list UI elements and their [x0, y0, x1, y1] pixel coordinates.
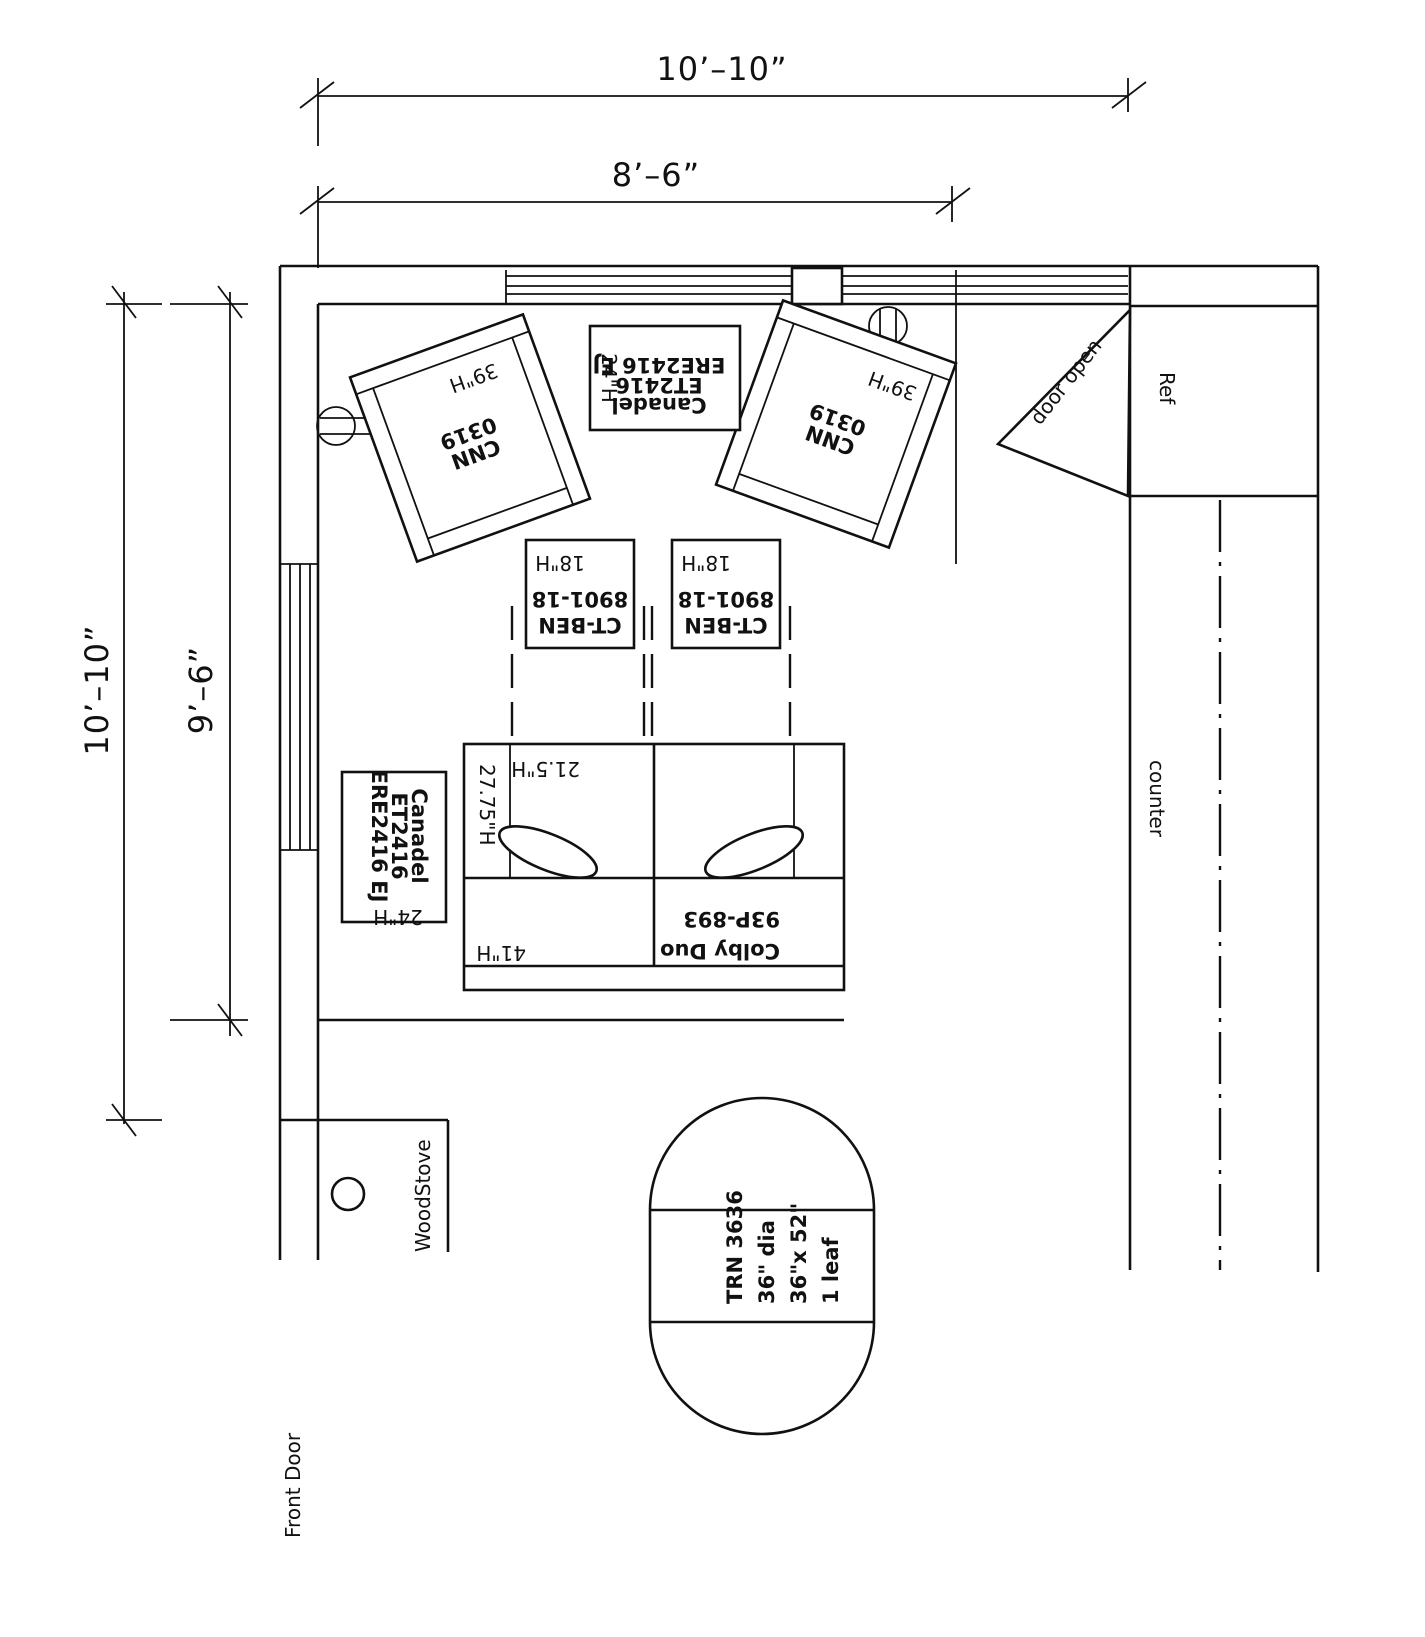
ottoman-left-line2: 8901-18	[532, 587, 628, 611]
end-table-left-line3: ERE2416 EJ	[367, 770, 391, 903]
chair-left: CNN 0319 39"H	[348, 312, 592, 564]
sofa-pillow-right	[704, 825, 804, 879]
kitchen-area: door open Ref counter	[995, 266, 1318, 1270]
sofa-seat-height: 21.5"H	[511, 757, 580, 781]
dining-table: TRN 3636 36" dia 36"x 52" 1 leaf	[648, 1096, 876, 1436]
front-door-label: Front Door	[281, 1432, 305, 1538]
ottoman-guides	[510, 606, 792, 744]
end-table-left-line1: Canadel	[407, 788, 431, 883]
end-table-top-line3: ERE2416 EJ	[593, 353, 726, 377]
ottoman-left-height: 18"H	[535, 551, 585, 575]
end-table-top-line1: Canadel	[611, 393, 706, 417]
door-swing	[995, 306, 1132, 498]
dimension-top-inner-label: 8’–6”	[612, 156, 700, 194]
end-table-top: Canadel ET2416 ERE2416 EJ 24"H	[588, 324, 742, 432]
woodstove-label: WoodStove	[411, 1139, 435, 1252]
dimension-left-inner-label: 9’–6”	[182, 646, 220, 734]
ottoman-right-height: 18"H	[681, 551, 731, 575]
sofa-arm-height: 27.75"H	[475, 764, 499, 846]
fridge-label: Ref	[1155, 372, 1179, 405]
ottoman-right: CT-BEN 8901-18 18"H	[670, 538, 782, 650]
ottoman-right-line2: 8901-18	[678, 587, 774, 611]
dimension-top-outer-label: 10’–10”	[656, 50, 787, 88]
counter-label: counter	[1145, 760, 1169, 838]
dining-table-line3: 36"x 52"	[787, 1203, 811, 1304]
dining-table-line1: TRN 3636	[723, 1190, 747, 1304]
ottoman-left: CT-BEN 8901-18 18"H	[524, 538, 636, 650]
woodstove-flue	[330, 1176, 366, 1212]
dimension-left-inner: 9’–6”	[170, 285, 248, 1037]
ottoman-left-line1: CT-BEN	[538, 613, 621, 637]
walls	[278, 264, 1320, 1272]
woodstove: WoodStove	[330, 1139, 435, 1252]
sofa-name: Colby Duo	[660, 939, 780, 963]
sofa-code: 93P-893	[683, 907, 780, 931]
end-table-left: Canadel ET2416 ERE2416 EJ 24"H	[340, 770, 448, 929]
end-table-left-height: 24"H	[373, 905, 423, 929]
dining-table-line2: 36" dia	[755, 1220, 779, 1304]
end-table-top-height: 24"H	[597, 353, 621, 403]
end-table-left-line2: ET2416	[387, 792, 411, 879]
dimension-top-outer: 10’–10”	[299, 50, 1147, 146]
dimension-left-outer: 10’–10”	[78, 285, 162, 1137]
dimension-top-inner: 8’–6”	[299, 156, 971, 268]
end-table-top-line2: ET2416	[615, 373, 702, 397]
sofa-height: 41"H	[476, 941, 526, 965]
dining-table-line4: 1 leaf	[819, 1236, 843, 1304]
sofa-pillow-left	[498, 825, 598, 879]
sofa: Colby Duo 93P-893 41"H 21.5"H 27.75"H	[462, 742, 846, 992]
chair-right: CNN 0319 39"H	[714, 298, 958, 550]
dimension-left-outer-label: 10’–10”	[78, 624, 116, 755]
ottoman-right-line1: CT-BEN	[684, 613, 767, 637]
